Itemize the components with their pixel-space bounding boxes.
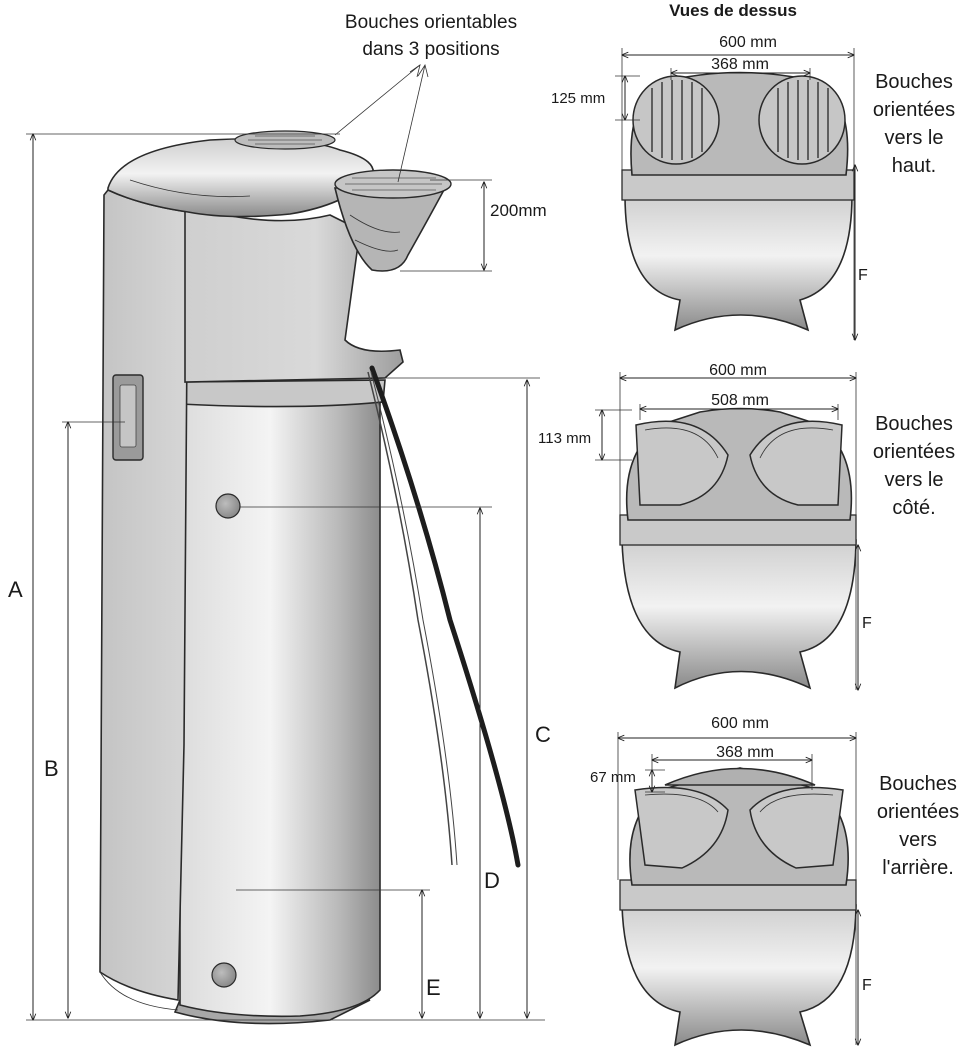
- view-1-width: 600 mm: [719, 34, 777, 51]
- dim-label-e: E: [426, 975, 441, 1000]
- view-2-caption-line-4: côté.: [892, 497, 935, 519]
- top-view-side-body: [621, 539, 857, 690]
- top-view-up: [615, 48, 855, 340]
- view-3-width: 600 mm: [711, 715, 769, 732]
- view-1-caption-line-3: vers le: [885, 127, 944, 149]
- view-2-f: F: [862, 615, 872, 632]
- view-1-f: F: [858, 267, 868, 284]
- top-view-side-right-outlet: [749, 420, 843, 506]
- main-dimensions: [26, 63, 545, 1020]
- outlet-height-label: 200mm: [490, 201, 547, 220]
- top-view-up-left-slats: [651, 80, 703, 160]
- top-view-side: [595, 372, 858, 690]
- dim-label-a: A: [8, 577, 23, 602]
- top-views-title: Vues de dessus: [669, 1, 797, 20]
- top-view-back: [618, 732, 858, 1047]
- view-2-inner: 508 mm: [711, 392, 769, 409]
- view-1-caption-line-1: Bouches: [875, 71, 953, 93]
- top-view-back-right-outlet: [749, 786, 844, 869]
- view-3-f: F: [862, 977, 872, 994]
- rear-grille-slats: [248, 135, 322, 145]
- view-2-depth: 113 mm: [538, 430, 591, 447]
- control-window-inner: [119, 384, 137, 448]
- top-view-back-body: [621, 904, 857, 1047]
- top-view-up-right-grille: [758, 75, 846, 165]
- outlet-duct-inner: [349, 214, 401, 252]
- signal-cable: [367, 371, 453, 866]
- view-2-width: 600 mm: [709, 362, 767, 379]
- dim-label-c: C: [535, 722, 551, 747]
- view-2-caption: Bouches orientées vers le côté.: [873, 413, 955, 519]
- top-view-side-left-outlet: [635, 420, 729, 506]
- view-3-depth: 67 mm: [590, 769, 636, 786]
- dim-label-d: D: [484, 868, 500, 893]
- top-view-back-left-outlet: [634, 786, 729, 869]
- view-3-inner: 368 mm: [716, 744, 774, 761]
- top-view-up-right-slats: [777, 80, 829, 160]
- view-3-caption-line-1: Bouches: [879, 773, 957, 795]
- panel-bottom-curve: [99, 971, 179, 1011]
- view-2-caption-line-3: vers le: [885, 469, 944, 491]
- top-view-up-left-grille: [632, 75, 720, 165]
- view-3-caption-line-4: l'arrière.: [882, 857, 954, 879]
- view-1-depth: 125 mm: [551, 90, 605, 107]
- view-3-caption: Bouches orientées vers l'arrière.: [877, 773, 959, 879]
- power-cable: [369, 365, 521, 868]
- view-1-inner: 368 mm: [711, 56, 769, 73]
- view-2-caption-line-1: Bouches: [875, 413, 953, 435]
- tank-collar: [179, 379, 386, 408]
- outlet-duct: [333, 187, 447, 272]
- top-cover-lip: [129, 179, 251, 198]
- signal-cable-2: [370, 371, 458, 866]
- dim-label-b: B: [44, 756, 59, 781]
- view-3-caption-line-2: orientées: [877, 801, 959, 823]
- view-1-caption-line-4: haut.: [892, 155, 936, 177]
- upper-port: [215, 493, 241, 519]
- view-2-caption-line-2: orientées: [873, 441, 955, 463]
- view-1-caption: Bouches orientées vers le haut.: [873, 71, 955, 177]
- view-1-caption-line-2: orientées: [873, 99, 955, 121]
- heat-pump-unit: [99, 130, 521, 1025]
- lower-port: [211, 962, 237, 988]
- tank-body: [179, 397, 381, 1018]
- top-view-up-body: [624, 194, 853, 332]
- front-panel: [99, 189, 189, 1001]
- view-3-caption-line-3: vers: [899, 829, 937, 851]
- callout-line-2: dans 3 positions: [362, 39, 499, 60]
- front-outlet-slats: [345, 177, 442, 191]
- callout-line-1: Bouches orientables: [345, 12, 517, 33]
- top-view-back-cap: [664, 767, 816, 786]
